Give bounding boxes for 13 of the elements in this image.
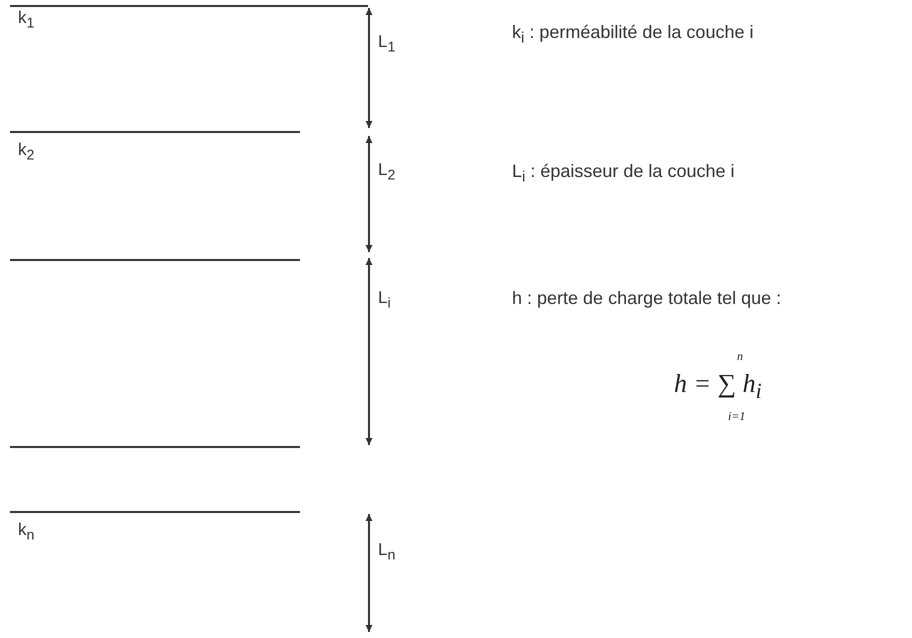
- legend-note: k$_{i}$ : perméabilité de la couche i: [512, 22, 754, 47]
- thickness-symbol: L$_{i}$: [378, 288, 391, 312]
- thickness-symbol: L$_{2}$: [378, 160, 396, 184]
- thickness-symbol: L$_{n}$: [378, 540, 396, 564]
- sum-lower-limit: i=1: [728, 410, 746, 424]
- layer-permeability-symbol: k$_{n}$: [18, 520, 34, 544]
- formula: h = ∑ h$_{i}$: [674, 369, 762, 404]
- legend-note: L$_{i}$ : épaisseur de la couche i: [512, 161, 734, 186]
- legend-note: h : perte de charge totale tel que :: [512, 288, 782, 309]
- thickness-symbol: L$_{1}$: [378, 32, 396, 56]
- layer-permeability-symbol: k$_{1}$: [18, 8, 34, 32]
- sum-upper-limit: n: [737, 350, 743, 364]
- layer-permeability-symbol: k$_{2}$: [18, 140, 34, 164]
